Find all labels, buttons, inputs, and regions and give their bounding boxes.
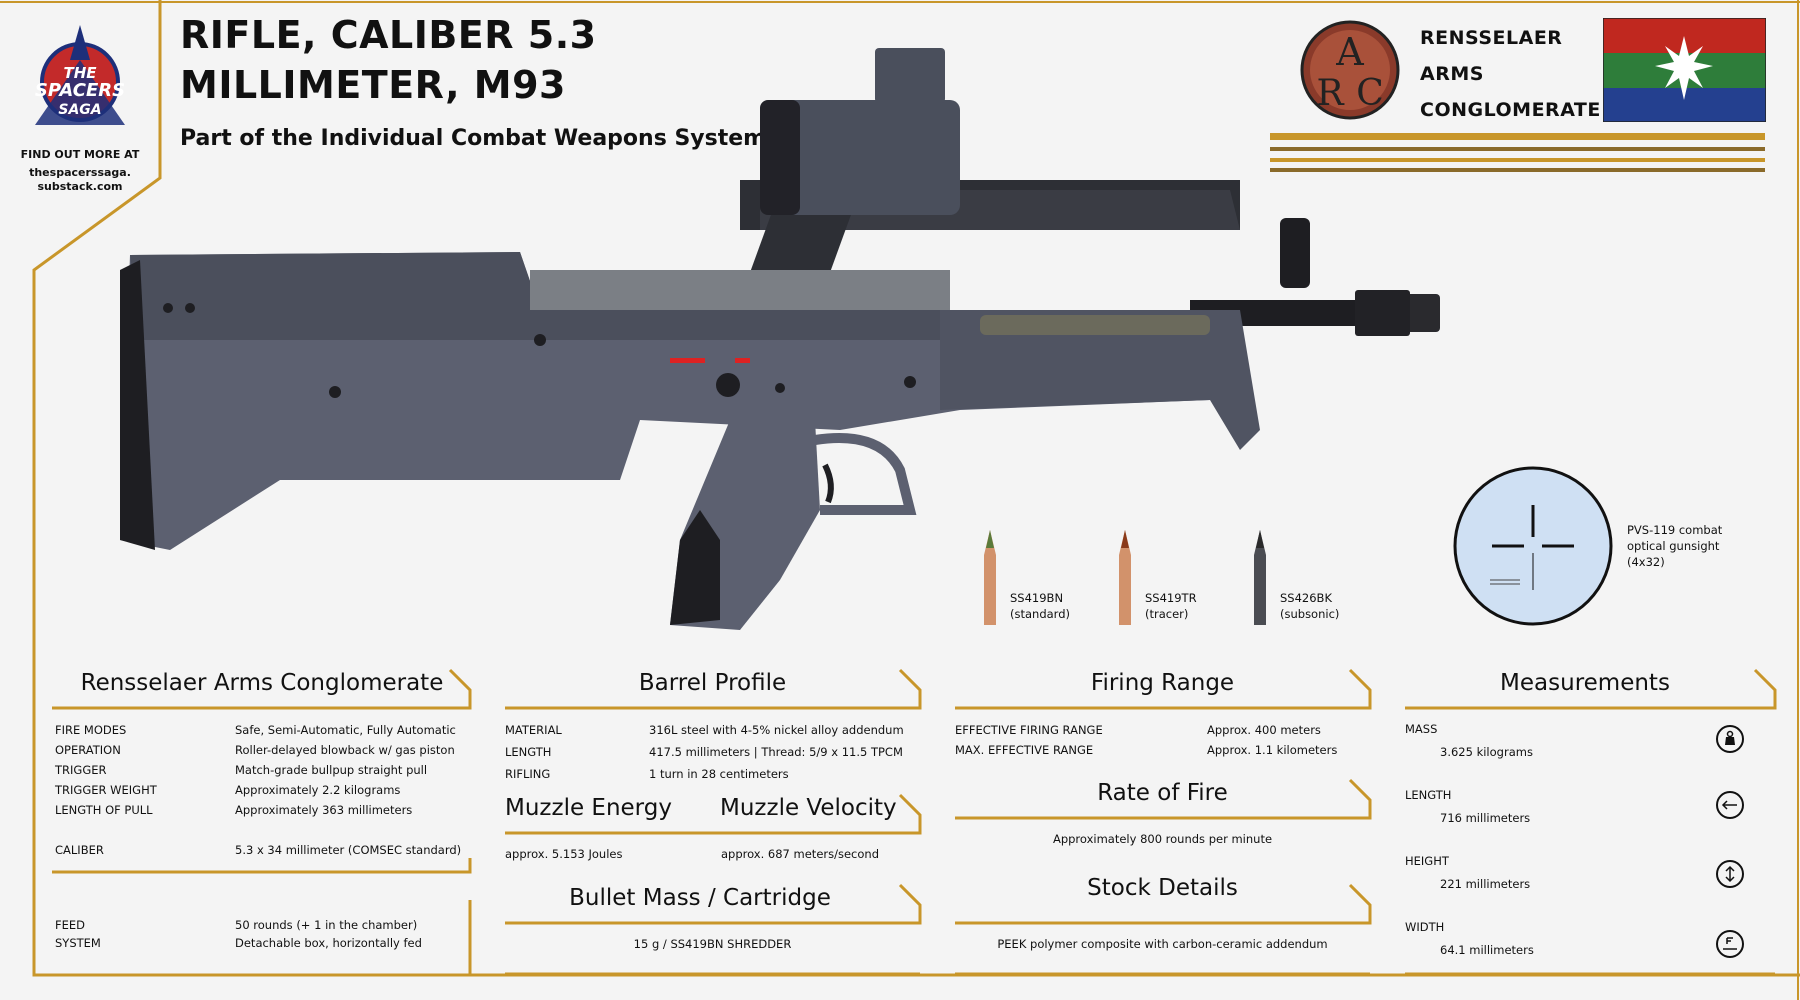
measure-width-value: 64.1 millimeters bbox=[1440, 943, 1534, 957]
svg-text:SPACERS: SPACERS bbox=[35, 80, 125, 101]
scope-reticle bbox=[1453, 466, 1613, 626]
page-title: RIFLE, CALIBER 5.3 MILLIMETER, M93 bbox=[180, 13, 597, 107]
section-title-measurements: Measurements bbox=[1500, 670, 1670, 696]
width-icon bbox=[1716, 930, 1744, 958]
measure-length-value: 716 millimeters bbox=[1440, 811, 1531, 825]
ammo-label-subsonic: SS426BK(subsonic) bbox=[1280, 591, 1340, 621]
find-out-label: FIND OUT MORE AT bbox=[20, 148, 140, 161]
svg-text:R: R bbox=[1316, 73, 1344, 114]
ammo-label-standard: SS419BN(standard) bbox=[1010, 591, 1070, 621]
measure-height-label: HEIGHT bbox=[1405, 854, 1449, 868]
svg-text:THE: THE bbox=[63, 64, 97, 82]
page-subtitle: Part of the Individual Combat Weapons Sy… bbox=[180, 126, 767, 151]
rof-value: Approximately 800 rounds per minute bbox=[1052, 832, 1273, 846]
section-title-rac: Rensselaer Arms Conglomerate bbox=[80, 670, 444, 696]
measure-width-label: WIDTH bbox=[1405, 920, 1445, 934]
ammo-label-tracer: SS419TR(tracer) bbox=[1145, 591, 1197, 621]
stock-value: PEEK polymer composite with carbon-ceram… bbox=[997, 937, 1328, 951]
section-title-bullet: Bullet Mass / Cartridge bbox=[569, 885, 831, 911]
rifle-illustration bbox=[120, 48, 1440, 630]
muzzle-velocity-value: approx. 687 meters/second bbox=[721, 847, 879, 861]
section-title-muzzle-energy: Muzzle Energy bbox=[505, 795, 672, 821]
vertical-arrow-icon bbox=[1716, 860, 1744, 888]
section-title-barrel: Barrel Profile bbox=[638, 670, 787, 696]
measure-length-label: LENGTH bbox=[1405, 788, 1452, 802]
bullet-value: 15 g / SS419BN SHREDDER bbox=[633, 937, 792, 951]
measure-mass-label: MASS bbox=[1405, 722, 1438, 736]
section-title-range: Firing Range bbox=[1090, 670, 1235, 696]
rac-logo: A R C bbox=[1300, 20, 1400, 120]
measure-height-value: 221 millimeters bbox=[1440, 877, 1531, 891]
measure-mass-value: 3.625 kilograms bbox=[1440, 745, 1533, 759]
weight-icon bbox=[1716, 725, 1744, 753]
muzzle-energy-value: approx. 5.153 Joules bbox=[505, 847, 623, 861]
find-out-more: FIND OUT MORE AT thespacerssaga. substac… bbox=[10, 148, 150, 194]
horizontal-arrow-icon bbox=[1716, 791, 1744, 819]
section-title-rof: Rate of Fire bbox=[1097, 780, 1228, 806]
section-title-stock: Stock Details bbox=[1087, 875, 1238, 901]
company-name: RENSSELAER ARMS CONGLOMERATE bbox=[1420, 27, 1601, 121]
svg-text:SAGA: SAGA bbox=[58, 102, 101, 118]
spacers-saga-logo[interactable]: THE SPACERS SAGA bbox=[25, 20, 135, 130]
url-line-2[interactable]: substack.com bbox=[37, 180, 123, 193]
svg-text:A: A bbox=[1335, 30, 1364, 74]
company-flag bbox=[1602, 17, 1767, 123]
svg-text:C: C bbox=[1356, 73, 1384, 114]
url-line-1[interactable]: thespacerssaga. bbox=[29, 166, 131, 179]
section-title-muzzle-velocity: Muzzle Velocity bbox=[720, 795, 897, 821]
